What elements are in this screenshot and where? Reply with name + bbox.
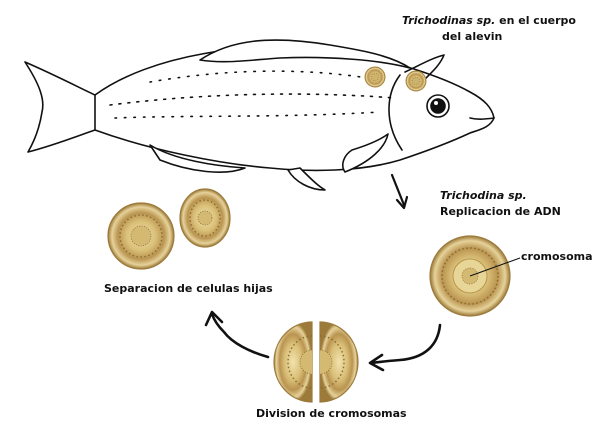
arrow-to-replication: [392, 175, 407, 208]
daughter-cell-left: [108, 203, 174, 269]
fish-ventral-fin: [288, 168, 325, 190]
arrow-to-division: [370, 325, 440, 370]
label-trichodina-species: Trichodina sp.: [440, 189, 527, 202]
fish-illustration: [25, 40, 494, 190]
fish-eye-pupil: [431, 99, 445, 113]
fish-tail: [25, 62, 95, 152]
label-alevin: del alevin: [442, 30, 502, 43]
label-trichodinas-rest: en el cuerpo: [495, 14, 576, 27]
label-replicacion: Replicacion de ADN: [440, 205, 561, 218]
daughter-cell-right: [180, 189, 230, 247]
dividing-cell: [274, 322, 358, 402]
arrow-to-separation: [206, 312, 268, 357]
label-trichodinas-species: Trichodinas sp.: [402, 14, 495, 27]
parasite-on-fish-2: [406, 71, 426, 91]
label-cromosoma: cromosoma: [521, 250, 593, 263]
label-trichodinas-on-fish: Trichodinas sp. en el cuerpo: [402, 14, 576, 27]
label-division: Division de cromosomas: [256, 407, 407, 420]
parasite-on-fish-1: [365, 67, 385, 87]
label-separacion: Separacion de celulas hijas: [104, 282, 273, 295]
fish-eye-highlight: [434, 101, 438, 105]
